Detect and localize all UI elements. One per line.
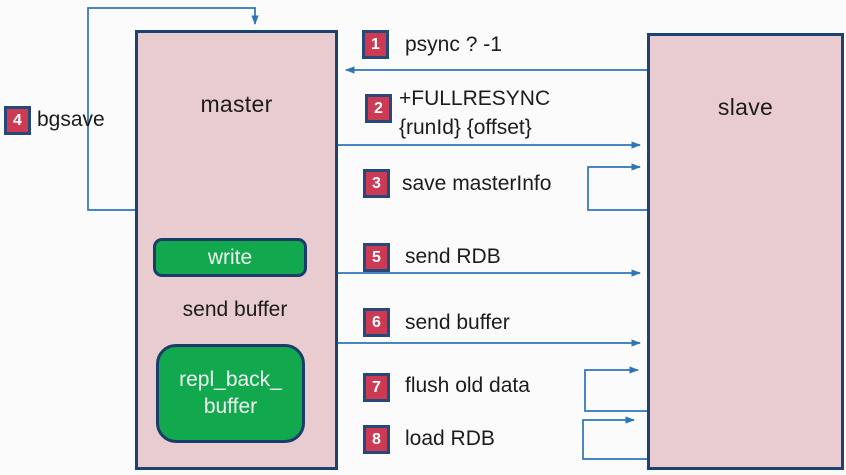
step-7-badge: 7 xyxy=(363,373,390,402)
step-5-badge: 5 xyxy=(363,243,390,272)
step-4-badge: 4 xyxy=(4,106,31,135)
step-4-label: bgsave xyxy=(37,108,105,131)
loop-flush-old-data xyxy=(584,366,647,412)
step-8-badge: 8 xyxy=(363,425,390,454)
write-label: write xyxy=(207,245,253,269)
repl-back-buffer-label: repl_back_ buffer xyxy=(179,368,282,418)
step-8-label: load RDB xyxy=(405,427,495,450)
step-6-badge: 6 xyxy=(363,308,390,337)
repl-back-buffer-box: repl_back_ buffer xyxy=(156,344,305,443)
step-3-label: save masterInfo xyxy=(402,172,552,195)
step-2-badge: 2 xyxy=(365,94,392,123)
loop-load-rdb xyxy=(582,416,647,460)
step-5-label: send RDB xyxy=(405,245,501,268)
step-1-badge: 1 xyxy=(362,30,389,59)
step-6-label: send buffer xyxy=(405,311,510,334)
step-7-label: flush old data xyxy=(405,374,530,397)
write-box: write xyxy=(153,238,307,277)
step-3-badge: 3 xyxy=(363,169,390,198)
send-buffer-inner-label: send buffer xyxy=(182,298,288,321)
step-2-label: +FULLRESYNC{runId} {offset} xyxy=(399,87,551,139)
loop-save-masterinfo xyxy=(587,163,647,211)
master-label: master xyxy=(200,91,273,117)
slave-label: slave xyxy=(717,94,774,120)
step-1-label: psync ? -1 xyxy=(405,33,502,56)
slave-box: slave xyxy=(647,33,844,470)
loop-bgsave xyxy=(87,7,259,211)
